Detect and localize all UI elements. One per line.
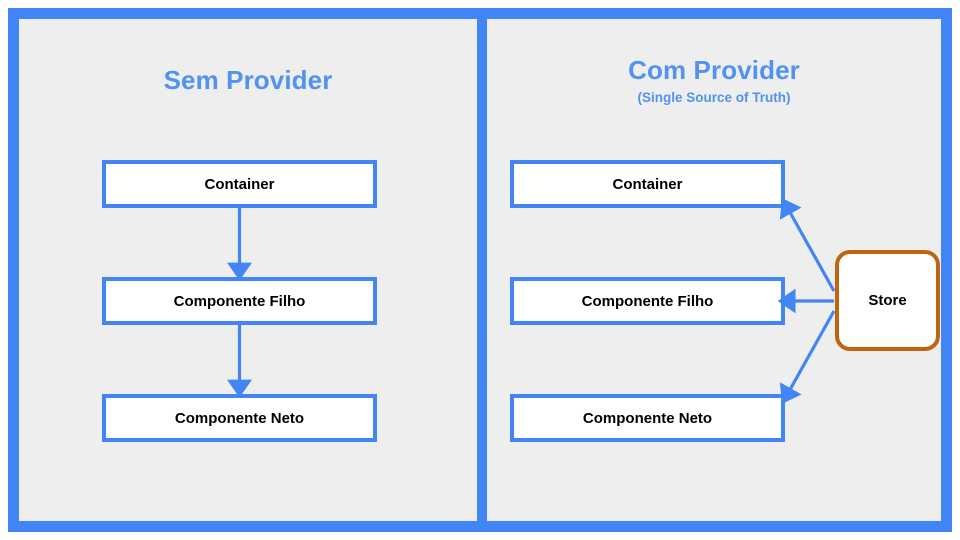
- node-store[interactable]: Store: [835, 250, 940, 351]
- node-label: Container: [612, 175, 683, 193]
- node-label: Componente Filho: [173, 292, 306, 310]
- node-left-componente-filho[interactable]: Componente Filho: [102, 277, 377, 325]
- node-left-componente-neto[interactable]: Componente Neto: [102, 394, 377, 442]
- node-label: Componente Neto: [582, 409, 713, 427]
- arrow-store-to-neto: [779, 310, 836, 404]
- node-label: Container: [204, 175, 275, 193]
- right-panel-subtitle: (Single Source of Truth): [637, 90, 791, 105]
- left-panel-title: Sem Provider: [163, 65, 333, 95]
- node-label: Componente Filho: [581, 292, 714, 310]
- store-label: Store: [868, 292, 907, 309]
- arrow-store-to-container: [779, 198, 836, 292]
- node-right-componente-neto[interactable]: Componente Neto: [510, 394, 785, 442]
- panel-sem-provider: Sem Provider Container Componente Filho …: [19, 19, 477, 521]
- right-panel-title: Com Provider: [628, 55, 800, 85]
- node-right-componente-filho[interactable]: Componente Filho: [510, 277, 785, 325]
- panel-divider: [477, 8, 487, 532]
- panel-com-provider: Com Provider (Single Source of Truth) Co…: [487, 19, 941, 521]
- node-right-container[interactable]: Container: [510, 160, 785, 208]
- node-label: Componente Neto: [174, 409, 305, 427]
- node-left-container[interactable]: Container: [102, 160, 377, 208]
